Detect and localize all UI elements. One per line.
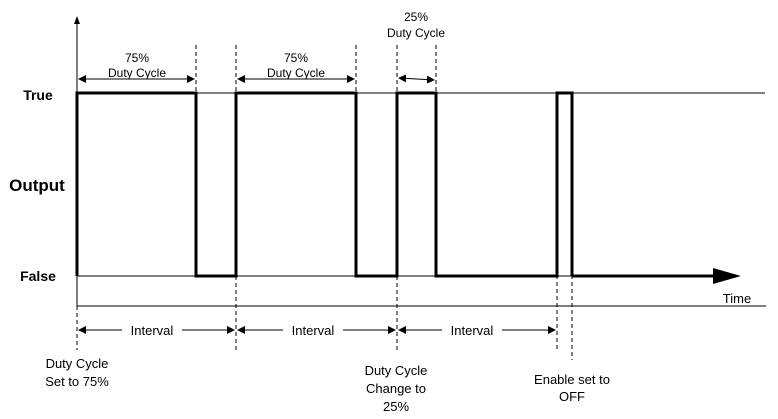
interval-label-2: Interval: [292, 323, 335, 338]
event-2-line3: 25%: [383, 399, 409, 414]
event-1-line1: Duty Cycle: [46, 356, 109, 371]
output-label: Output: [9, 176, 65, 195]
event-1-line2: Set to 75%: [45, 374, 109, 389]
event-2-line1: Duty Cycle: [365, 363, 428, 378]
duty-cycle-text-1: Duty Cycle: [108, 66, 166, 80]
event-2-line2: Change to: [366, 381, 426, 396]
interval-markers: [76, 45, 573, 360]
time-axis-arrow-icon: [713, 268, 741, 284]
duty-cycle-pct-3: 25%: [404, 10, 428, 24]
event-3-line2: OFF: [559, 389, 585, 404]
event-3-line1: Enable set to: [534, 372, 610, 387]
duty-cycle-pct-2: 75%: [284, 51, 308, 65]
interval-label-3: Interval: [451, 323, 494, 338]
duty-cycle-pct-1: 75%: [125, 51, 149, 65]
false-label: False: [20, 268, 56, 284]
true-label: True: [23, 87, 53, 103]
duty-cycle-text-2: Duty Cycle: [267, 66, 325, 80]
output-signal: [75, 91, 574, 278]
time-label: Time: [723, 291, 751, 306]
y-axis-arrow-icon: [74, 16, 80, 24]
duty-cycle-text-3: Duty Cycle: [387, 26, 445, 40]
duty-arrow-3: [398, 74, 435, 84]
interval-label-1: Interval: [131, 323, 174, 338]
